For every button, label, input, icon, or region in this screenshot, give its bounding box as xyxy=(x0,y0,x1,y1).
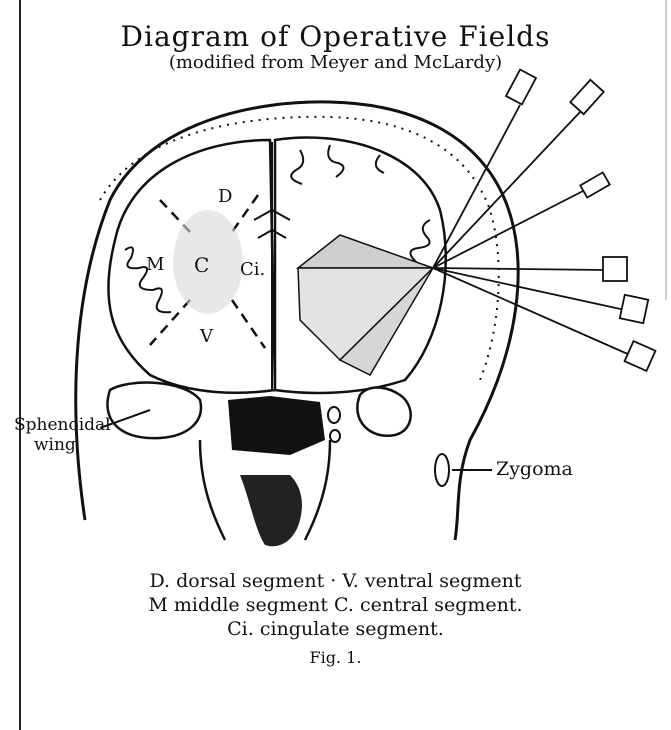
label-middle: M xyxy=(146,254,164,275)
label-sphenoidal: Sphenoidal xyxy=(14,415,111,435)
legend-line-1: D. dorsal segment · V. ventral segment xyxy=(0,570,671,592)
nasal-cavity xyxy=(240,475,302,546)
ethmoid-sinus xyxy=(228,396,325,455)
left-orbit xyxy=(107,383,200,439)
probes xyxy=(433,70,655,371)
zygoma-bone xyxy=(435,454,449,486)
legend-line-3: Ci. cingulate segment. xyxy=(0,618,671,640)
legend-line-2: M middle segment C. central segment. xyxy=(0,594,671,616)
label-zygoma: Zygoma xyxy=(496,458,573,480)
label-wing: wing xyxy=(34,435,76,455)
label-cingulate: Ci. xyxy=(240,259,265,280)
foramen-1 xyxy=(328,407,340,423)
right-orbit xyxy=(357,388,410,436)
label-ventral: V xyxy=(199,326,214,347)
figure-label: Fig. 1. xyxy=(0,648,671,667)
label-central: C xyxy=(194,253,209,277)
foramen-2 xyxy=(330,430,340,442)
label-dorsal: D xyxy=(218,186,232,207)
